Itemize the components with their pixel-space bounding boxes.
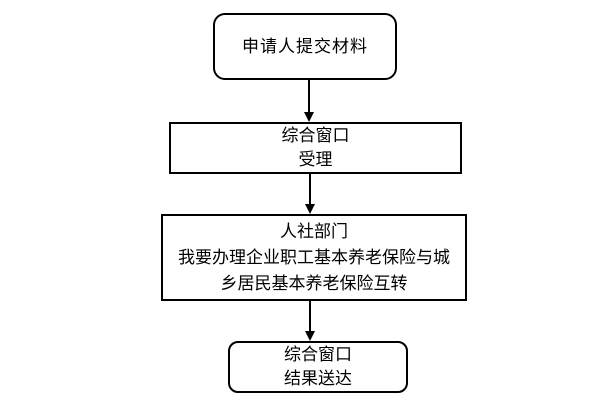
arrow-head-icon [305,331,315,341]
flow-node-applicant-submit: 申请人提交材料 [213,13,397,80]
arrow-shaft [309,301,311,331]
arrow-submit-to-accept [304,80,314,122]
arrow-dept-to-result [305,301,315,341]
node-label: 结果送达 [284,369,352,388]
arrow-accept-to-dept [305,174,315,214]
arrow-head-icon [304,112,314,122]
arrow-shaft [309,174,311,204]
node-label: 受理 [298,150,333,169]
flow-node-window-result-delivery: 综合窗口 结果送达 [228,341,408,393]
flow-node-window-accept: 综合窗口 受理 [169,122,462,174]
node-label: 申请人提交材料 [242,36,368,56]
arrow-shaft [308,80,310,112]
node-label: 综合窗口 [284,345,352,364]
flow-node-hr-department-process: 人社部门 我要办理企业职工基本养老保险与城 乡居民基本养老保险互转 [161,214,467,301]
node-label: 综合窗口 [281,126,350,145]
node-label: 乡居民基本养老保险互转 [220,273,408,293]
arrow-head-icon [305,204,315,214]
node-label: 人社部门 [280,221,348,241]
node-label: 我要办理企业职工基本养老保险与城 [178,247,450,267]
